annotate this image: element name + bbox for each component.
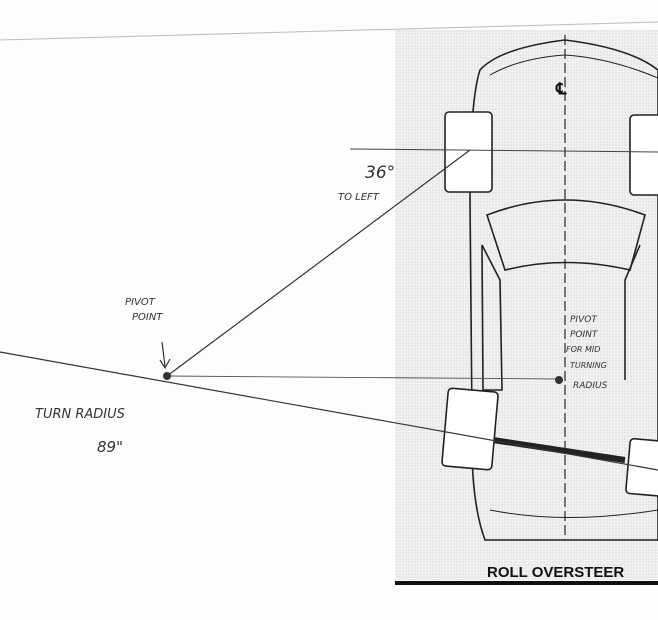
mid-pivot-label-5: RADIUS bbox=[573, 381, 608, 391]
turn-radius-value: 89" bbox=[97, 438, 123, 456]
mid-pivot-label-3: FOR MID bbox=[566, 345, 600, 354]
halftone-background bbox=[395, 30, 658, 580]
mid-pivot-label-1: PIVOT bbox=[570, 315, 598, 325]
front-wheel-radius-line bbox=[166, 149, 471, 377]
page-edge-line bbox=[0, 21, 658, 41]
turn-radius-label: TURN RADIUS bbox=[35, 407, 125, 422]
mid-pivot-label-2: POINT bbox=[570, 330, 599, 340]
angle-label: 36° bbox=[365, 163, 395, 183]
mid-radius-line bbox=[166, 375, 561, 380]
figure-title: ROLL OVERSTEER bbox=[487, 564, 624, 581]
pivot-label-2: POINT bbox=[132, 312, 163, 323]
pivot-label-1: PIVOT bbox=[125, 297, 156, 308]
pivot-arrow-icon bbox=[159, 341, 171, 370]
front-left-wheel bbox=[444, 111, 493, 193]
pivot-point-dot bbox=[163, 372, 171, 380]
angle-direction-label: TO LEFT bbox=[338, 192, 380, 203]
centerline-symbol: ℄ bbox=[555, 81, 567, 98]
rear-left-wheel bbox=[441, 387, 499, 471]
mid-pivot-point-dot bbox=[555, 376, 563, 384]
front-right-wheel bbox=[629, 114, 658, 196]
mid-pivot-label-4: TURNING bbox=[570, 361, 607, 370]
title-rule bbox=[395, 581, 658, 585]
rear-axle-extension-line bbox=[0, 351, 658, 471]
front-axle-line bbox=[349, 148, 658, 153]
rear-right-wheel bbox=[625, 437, 658, 498]
